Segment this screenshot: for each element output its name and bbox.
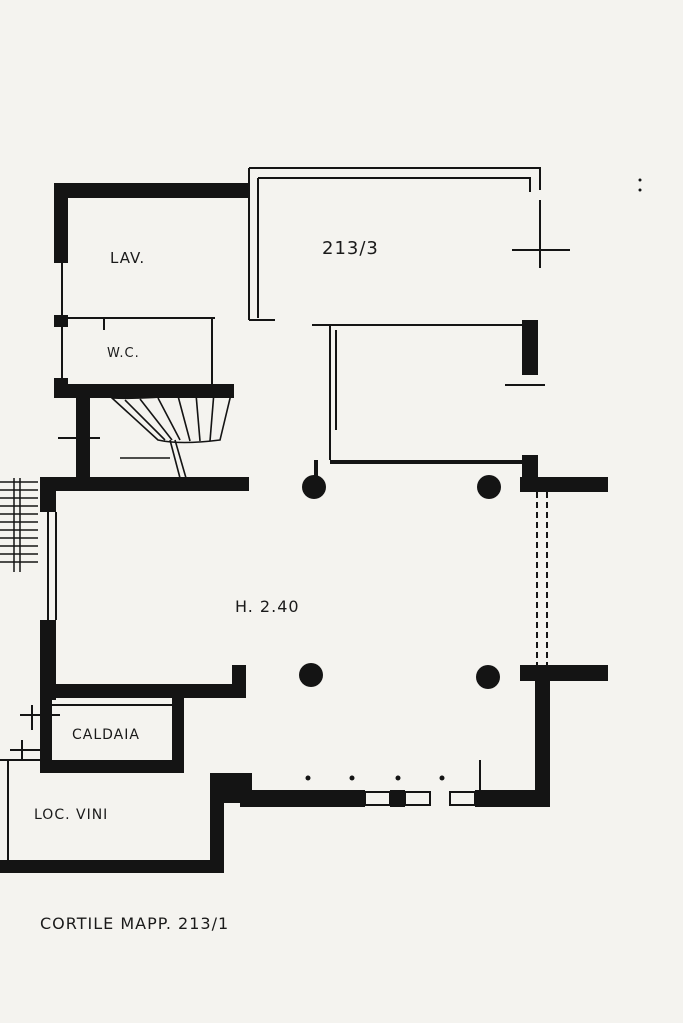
room-label-lav: LAV. (110, 249, 146, 267)
room-label-caldaia: CALDAIA (72, 727, 140, 743)
column (477, 475, 501, 499)
room-label-213-3: 213/3 (322, 238, 379, 259)
thick-walls (0, 183, 608, 873)
staircase (109, 389, 234, 479)
courtyard-dots (305, 178, 642, 781)
column (476, 665, 500, 689)
room-label-loc-vini: LOC. VINI (34, 807, 109, 823)
room-label-wc: W.C. (107, 346, 140, 361)
columns (299, 475, 501, 689)
external-stairs (0, 478, 38, 572)
thin-walls (0, 167, 570, 860)
courtyard-caption: CORTILE MAPP. 213/1 (40, 914, 230, 933)
column (302, 475, 326, 499)
ceiling-height-label: H. 2.40 (235, 597, 300, 616)
column (299, 663, 323, 687)
